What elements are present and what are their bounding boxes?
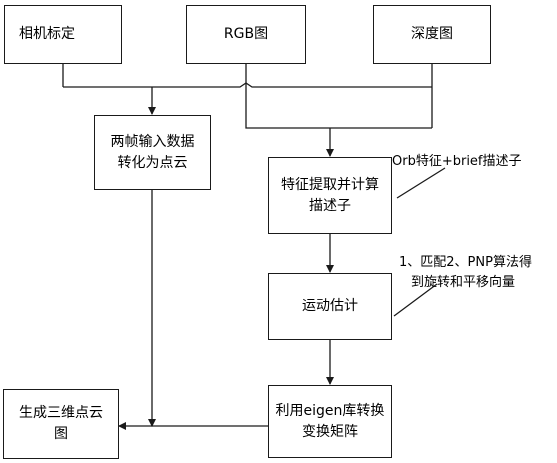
generate-cloud-label: 生成三维点云图 <box>19 405 103 442</box>
depth-image-label: 深度图 <box>411 26 453 42</box>
eigen-transform-label: 利用eigen库转换变换矩阵 <box>275 402 385 440</box>
two-frames-to-cloud-label: 两帧输入数据转化为点云 <box>110 133 195 171</box>
motion-estimation-box: 运动估计 <box>268 273 392 340</box>
rgb-image-label: RGB图 <box>223 26 269 42</box>
orb-note-leader <box>396 167 446 199</box>
depth-image-box: 深度图 <box>373 5 491 64</box>
motion-estimation-label: 运动估计 <box>302 298 358 314</box>
two-frames-to-cloud-box: 两帧输入数据转化为点云 <box>94 115 211 190</box>
edge-merge-to-cloud <box>63 82 432 88</box>
edge-rgb-down <box>245 64 330 129</box>
feature-extraction-box: 特征提取并计算描述子 <box>268 157 392 234</box>
match-note-line2: 到旋转和平移向量 <box>411 275 516 290</box>
eigen-transform-box: 利用eigen库转换变换矩阵 <box>268 385 392 458</box>
match-note-leader <box>393 283 438 317</box>
feature-extraction-label: 特征提取并计算描述子 <box>281 176 379 214</box>
camera-calibration-box: 相机标定 <box>4 5 122 64</box>
camera-calibration-label: 相机标定 <box>19 26 75 42</box>
match-note-line1: 1、匹配2、PNP算法得 <box>399 255 532 270</box>
generate-cloud-box: 生成三维点云图 <box>3 389 119 459</box>
orb-note: Orb特征+brief描述子 <box>392 154 522 169</box>
rgb-image-box: RGB图 <box>186 5 306 64</box>
